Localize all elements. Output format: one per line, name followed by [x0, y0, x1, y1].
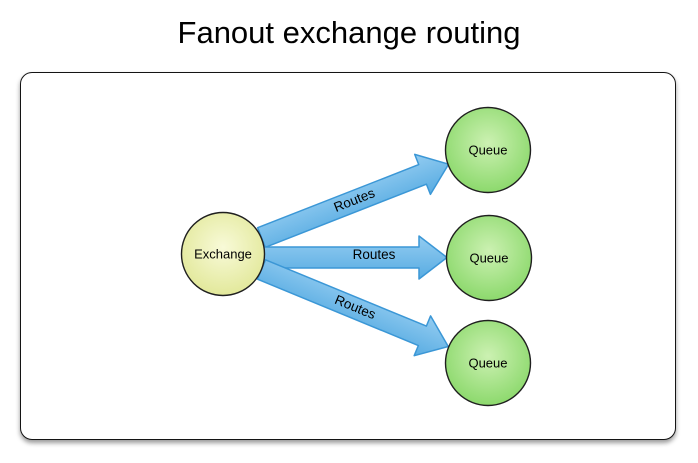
queue-circle-top	[444, 106, 532, 194]
exchange-circle	[180, 211, 266, 297]
queue-label-middle: Queue	[469, 251, 508, 266]
queue-circle-bottom	[444, 319, 532, 407]
exchange-label: Exchange	[194, 247, 252, 262]
routes-arrow-middle	[263, 235, 448, 280]
edge-routes-bottom: Routes	[256, 259, 450, 357]
queue-circle-middle	[445, 214, 533, 302]
edge-routes-middle: Routes	[263, 235, 448, 280]
diagram-canvas: Routes Routes Routes Exchange Queue	[180, 106, 533, 407]
routes-arrow-top	[256, 153, 450, 249]
page-title: Fanout exchange routing	[177, 15, 521, 50]
routes-arrow-bottom	[256, 259, 450, 357]
node-exchange: Exchange	[180, 211, 266, 297]
node-queue-bottom: Queue	[444, 319, 532, 407]
queue-label-top: Queue	[468, 143, 507, 158]
node-queue-top: Queue	[444, 106, 532, 194]
routes-label-middle: Routes	[353, 247, 396, 262]
node-queue-middle: Queue	[445, 214, 533, 302]
queue-label-bottom: Queue	[468, 356, 507, 371]
diagram-frame: Routes Routes Routes Exchange Queue	[20, 72, 676, 440]
